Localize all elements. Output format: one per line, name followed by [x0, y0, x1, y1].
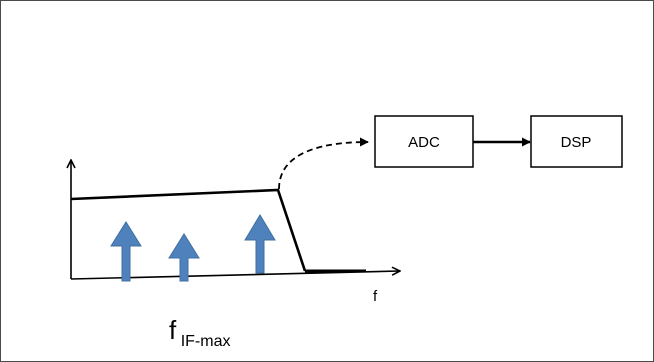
dsp-block: DSP — [530, 115, 623, 168]
signal-tone-arrow-1 — [110, 221, 142, 282]
if-max-caption: f IF-max — [169, 315, 230, 350]
adc-block: ADC — [374, 115, 474, 168]
caption-main: f — [169, 315, 177, 345]
dashed-connector-arrow — [278, 137, 369, 190]
signal-tone-arrow-3 — [244, 214, 276, 274]
adc-label: ADC — [408, 134, 440, 151]
signal-tone-arrow-2 — [168, 233, 200, 282]
caption-subscript: IF-max — [181, 333, 231, 350]
x-axis-label: f — [373, 288, 378, 305]
if-filter-passband — [70, 188, 307, 272]
dsp-label: DSP — [561, 134, 592, 151]
